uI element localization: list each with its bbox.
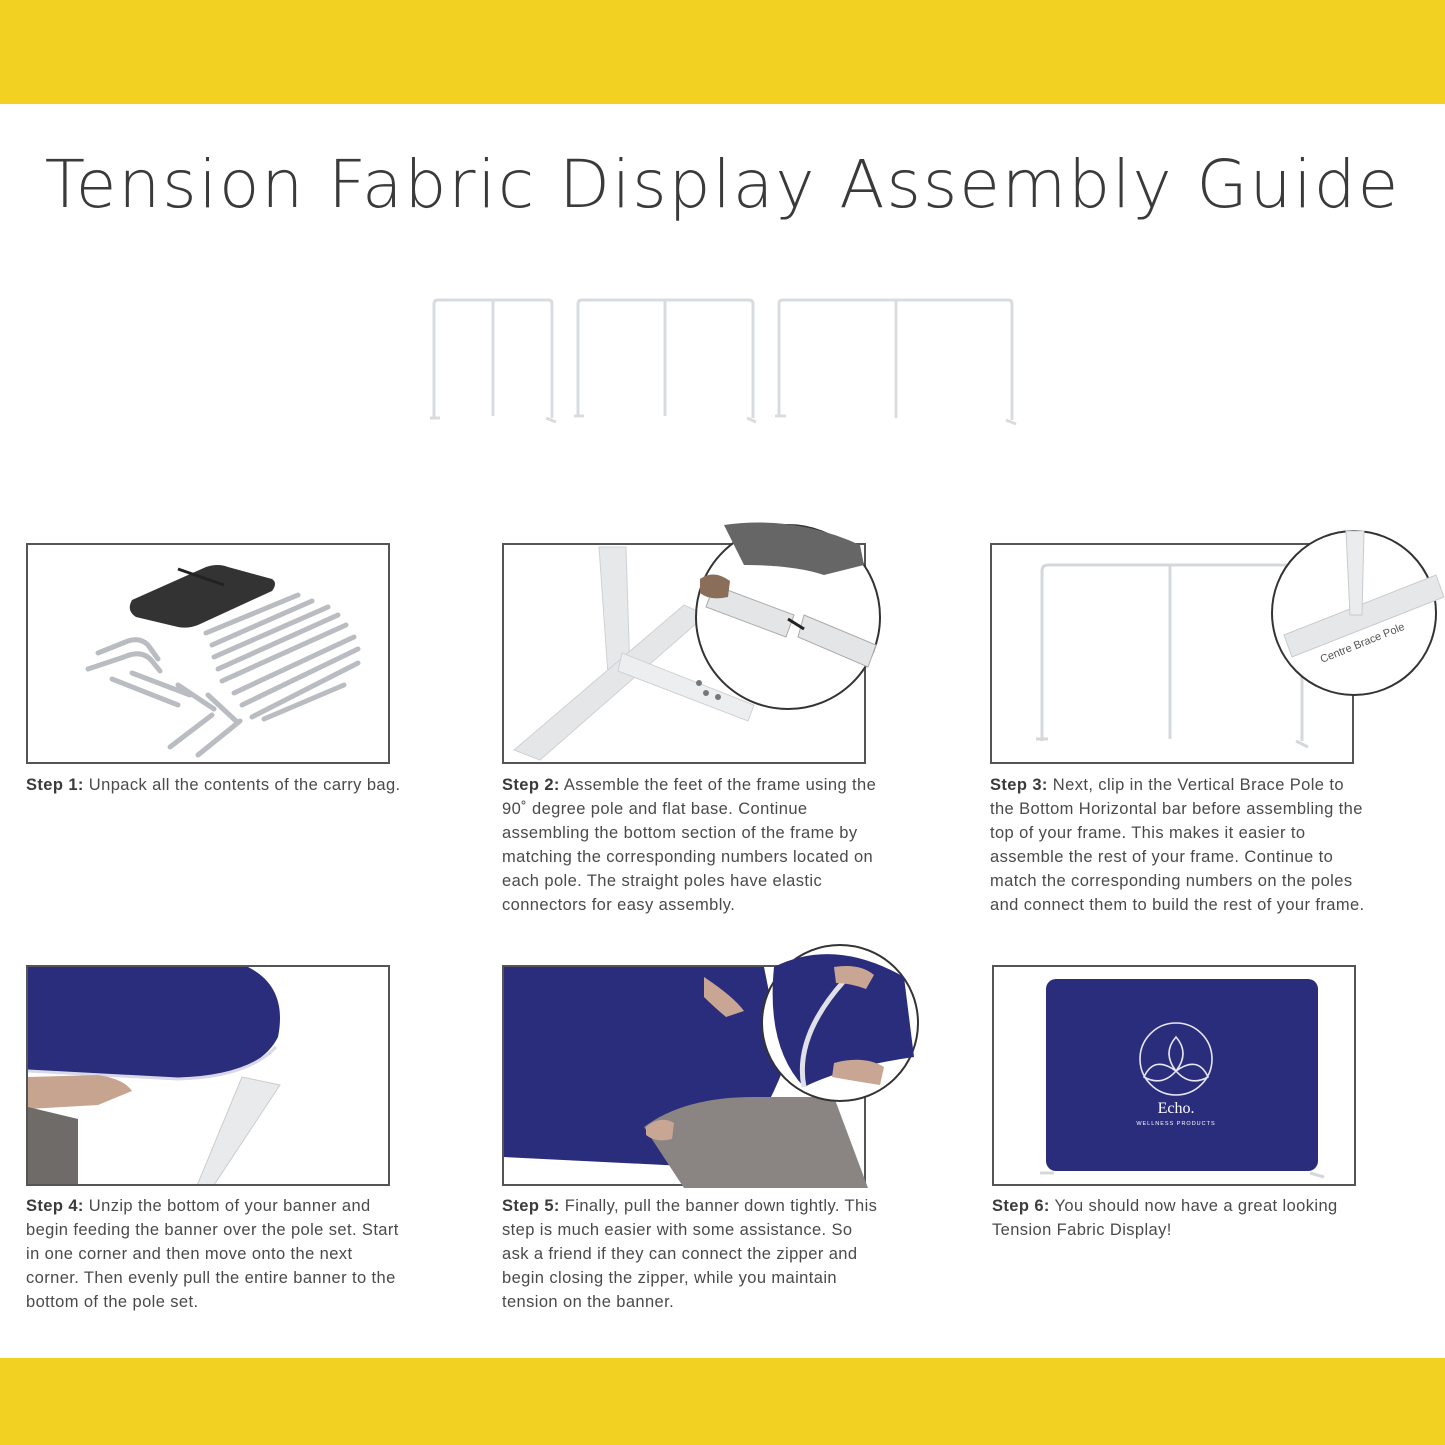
step-text: Finally, pull the banner down tightly. T… — [502, 1197, 878, 1311]
step-text: Unpack all the contents of the carry bag… — [88, 776, 401, 794]
step-label: Step 1: — [26, 776, 84, 794]
step-3-image: Centre Brace Pole — [990, 530, 1445, 764]
top-yellow-band — [0, 0, 1445, 104]
finished-banner — [1046, 979, 1318, 1171]
assembled-frame — [1040, 563, 1304, 741]
step-6-image: Echo. WELLNESS PRODUCTS — [992, 965, 1356, 1186]
step-5-caption: Step 5: Finally, pull the banner down ti… — [502, 1194, 882, 1314]
step-label: Step 5: — [502, 1197, 560, 1215]
step-1-caption: Step 1: Unpack all the contents of the c… — [26, 773, 406, 797]
step-label: Step 6: — [992, 1197, 1050, 1215]
step-4-caption: Step 4: Unzip the bottom of your banner … — [26, 1194, 406, 1314]
step-text: Unzip the bottom of your banner and begi… — [26, 1197, 399, 1311]
step-text: Assemble the feet of the frame using the… — [502, 776, 877, 914]
brand-tagline: WELLNESS PRODUCTS — [1136, 1121, 1215, 1127]
step-2-image — [502, 522, 881, 764]
step-label: Step 3: — [990, 776, 1048, 794]
step-label: Step 4: — [26, 1197, 84, 1215]
step-3-caption: Step 3: Next, clip in the Vertical Brace… — [990, 773, 1370, 917]
banner-fabric — [28, 967, 280, 1079]
frame-pole — [197, 1076, 281, 1184]
step-2-caption: Step 2: Assemble the feet of the frame u… — [502, 773, 882, 917]
step-text: You should now have a great looking Tens… — [992, 1197, 1338, 1239]
step-text: Next, clip in the Vertical Brace Pole to… — [990, 776, 1365, 914]
bottom-yellow-band — [0, 1358, 1445, 1445]
step-6-caption: Step 6: You should now have a great look… — [992, 1194, 1372, 1242]
hand — [28, 1075, 132, 1109]
step-label: Step 2: — [502, 776, 560, 794]
step-4-image — [26, 965, 390, 1186]
carry-bag-icon — [129, 565, 275, 628]
frame-sizes-illustration — [428, 296, 1028, 436]
feet-pole — [617, 652, 755, 722]
sleeve — [644, 1097, 868, 1188]
brand-name: Echo. — [1158, 1100, 1195, 1117]
leaf-logo-icon — [1139, 1022, 1213, 1096]
page-title: Tension Fabric Display Assembly Guide — [44, 146, 1401, 223]
step-5-image — [502, 944, 919, 1188]
step-1-image — [26, 543, 390, 764]
